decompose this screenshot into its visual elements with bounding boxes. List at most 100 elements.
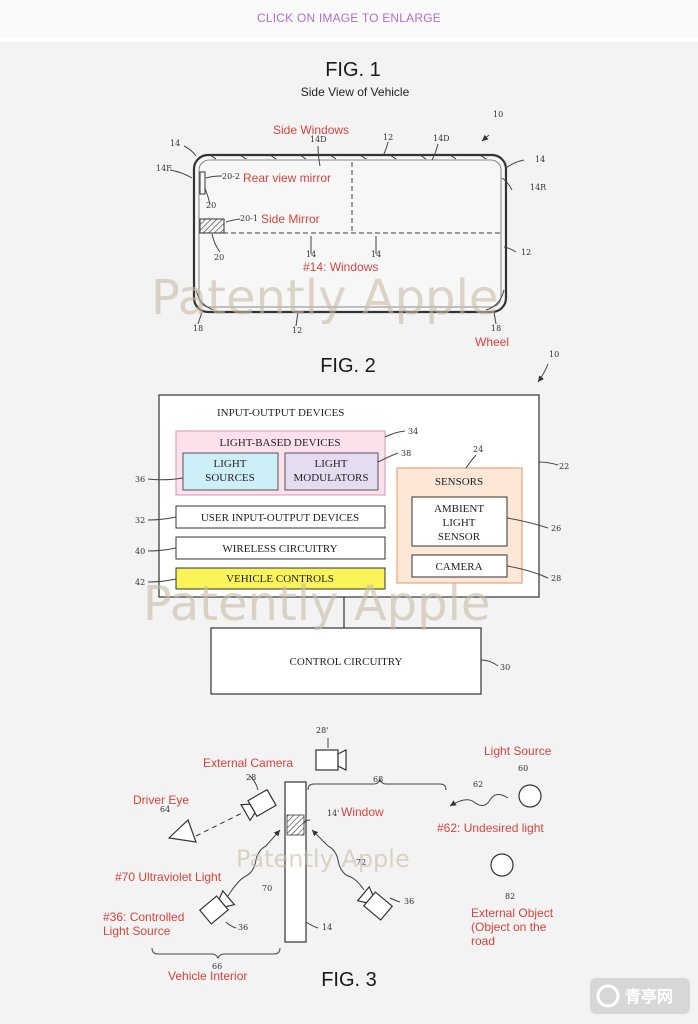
ref-18-left: 18 (193, 324, 203, 333)
fig1-leader-lines (169, 134, 525, 327)
fig3-title: FIG. 3 (321, 969, 377, 991)
ref-20-1: 20-1 (240, 214, 258, 223)
ambient-light-sensor-label-2: LIGHT (443, 517, 476, 529)
logo-icon (596, 984, 620, 1008)
enlarge-image-link[interactable]: CLICK ON IMAGE TO ENLARGE (257, 11, 441, 25)
watermark-2: Patently Apple (143, 576, 490, 632)
window-region-14-prime (286, 814, 305, 836)
brace-68 (307, 778, 447, 791)
watermark-1: Patently Apple (151, 270, 498, 326)
controlled-light-source-36-left (198, 889, 236, 925)
ambient-light-sensor-box (411, 496, 508, 547)
control-circuitry-label: CONTROL CIRCUITRY (290, 656, 403, 668)
ambient-light-sensor-label-3: SENSOR (438, 531, 481, 543)
roof-hatching (209, 154, 487, 160)
watermark-3: Patently Apple (236, 845, 410, 873)
front-wheel-arc (485, 289, 505, 311)
vehicle-controls-label: VEHICLE CONTROLS (226, 573, 334, 585)
light-modulators-label-2: MODULATORS (294, 472, 369, 484)
wireless-circuitry-label: WIRELESS CIRCUITRY (222, 543, 337, 555)
ref-10-fig2: 10 (549, 350, 559, 359)
light-modulators-label-1: LIGHT (315, 458, 348, 470)
ambient-light-sensor-label-1: AMBIENT (434, 503, 484, 515)
sensors-label: SENSORS (435, 476, 483, 488)
label-external-camera: External Camera (203, 756, 293, 770)
ref-14-window-right: 14 (371, 250, 381, 259)
label-side-mirror: Side Mirror (261, 212, 320, 226)
label-vehicle-interior: Vehicle Interior (168, 969, 247, 983)
top-bar: CLICK ON IMAGE TO ENLARGE (0, 0, 698, 42)
light-sources-label-2: SOURCES (205, 472, 255, 484)
uv-light-path-left (227, 829, 281, 897)
light-based-devices-label: LIGHT-BASED DEVICES (220, 437, 341, 449)
label-controlled-1: #36: Controlled (103, 910, 184, 924)
ref-36-right: 36 (404, 897, 414, 906)
logo-text: 青亭网 (625, 987, 673, 1006)
control-circuitry-box (210, 627, 482, 695)
light-sources-box (182, 452, 279, 491)
undesired-light-path (449, 794, 509, 807)
ref-14-window-left: 14 (306, 250, 316, 259)
ref-18-right: 18 (491, 324, 501, 333)
ref-12-right: 12 (521, 248, 531, 257)
rear-wheel-arc (195, 289, 215, 311)
ref-34: 34 (408, 427, 418, 436)
ref-60: 60 (518, 764, 528, 773)
fig2-vehicle-side-view: 10 12 14D 14D 14 14F 14 14R 20-2 20 20-1… (156, 110, 547, 349)
ref-36-left: 36 (238, 923, 248, 932)
driver-eye-shape (167, 818, 197, 843)
ref-10: 10 (493, 110, 503, 119)
ref-72: 72 (356, 858, 366, 867)
brace-66 (151, 947, 281, 960)
ref-70: 70 (262, 884, 272, 893)
light-sources-label-1: LIGHT (214, 458, 247, 470)
ref-64: 64 (160, 805, 170, 814)
external-camera-28-prime-body (315, 749, 339, 771)
io-devices-label: INPUT-OUTPUT DEVICES (217, 407, 344, 419)
ref-14D-left: 14D (310, 135, 327, 144)
ref-10-arrow (537, 363, 549, 383)
ref-20-2: 20-2 (222, 172, 240, 181)
interior-camera-28 (240, 788, 277, 822)
label-undesired-light: #62: Undesired light (437, 821, 544, 835)
fig1-subtitle: Side View of Vehicle (301, 85, 410, 99)
fig2-leader-lines (147, 430, 559, 667)
ref-26: 26 (551, 524, 561, 533)
ref-28-fig3: 28 (246, 773, 256, 782)
ref-62: 62 (473, 780, 483, 789)
ref-24: 24 (473, 445, 483, 454)
external-camera-28-prime-lens (337, 749, 347, 771)
fig1-title: FIG. 1 (325, 59, 381, 81)
ref-82: 82 (505, 892, 515, 901)
ref-12-top: 12 (383, 133, 393, 142)
light-modulators-box (284, 452, 379, 491)
fig3-leader-lines (225, 738, 401, 929)
corner-logo: 青亭网 (590, 978, 690, 1014)
vehicle-body-outline (192, 153, 508, 314)
label-wheel: Wheel (475, 335, 509, 349)
ref-36-fig2: 36 (135, 475, 145, 484)
side-mirror-shape (199, 218, 225, 234)
label-driver-eye: Driver Eye (133, 793, 189, 807)
label-window: Window (341, 805, 384, 819)
ref-30: 30 (500, 663, 510, 672)
eye-sightline (195, 811, 245, 837)
ref-68: 68 (373, 775, 383, 784)
label-external-object-1: External Object (471, 906, 554, 920)
ref-14-topleft: 14 (170, 139, 180, 148)
fig2-title: FIG. 2 (320, 355, 376, 377)
camera-label: CAMERA (435, 561, 482, 573)
ref-14D-right: 14D (433, 134, 450, 143)
ref-14F: 14F (156, 164, 172, 173)
vehicle-controls-box (175, 567, 386, 590)
ref-14R: 14R (530, 183, 547, 192)
ref-12-bottom: 12 (292, 326, 302, 335)
light-source-60 (518, 784, 542, 808)
user-io-devices-label: USER INPUT-OUTPUT DEVICES (201, 512, 359, 524)
rear-view-mirror-shape (199, 171, 206, 195)
ref-40: 40 (135, 547, 145, 556)
ref-28-prime: 28' (316, 726, 328, 735)
label-external-object-2: (Object on the (471, 920, 547, 934)
ref-38: 38 (401, 449, 411, 458)
